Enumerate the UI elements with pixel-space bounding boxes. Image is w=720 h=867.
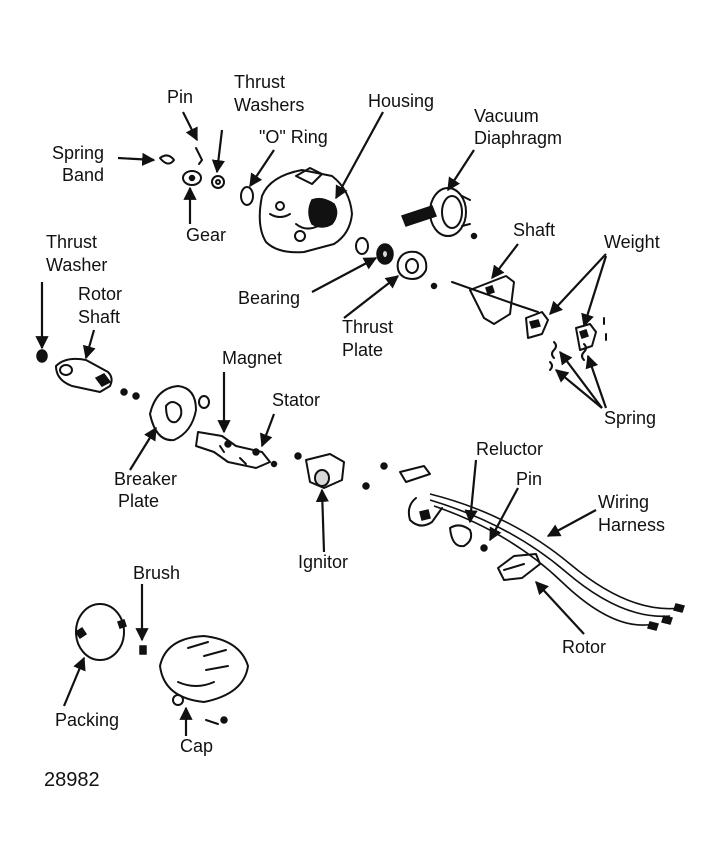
arrow-thrust-plate xyxy=(343,275,400,319)
labels: Pin Thrust Washers Housing Vacuum Diaphr… xyxy=(44,72,665,791)
ignitor-part xyxy=(294,452,370,490)
arrow-shaft xyxy=(491,243,519,280)
label-thrust-plate-1: Thrust xyxy=(342,317,393,337)
label-reluctor: Reluctor xyxy=(476,439,543,459)
o-ring-part xyxy=(240,186,254,206)
label-ignitor: Ignitor xyxy=(298,552,348,572)
label-shaft: Shaft xyxy=(513,220,555,240)
label-pin-mid: Pin xyxy=(516,469,542,489)
label-thrust-washer-1: Thrust xyxy=(46,232,97,252)
weight-part xyxy=(525,311,607,351)
pin-top-part xyxy=(195,147,203,165)
vacuum-diaphragm-part xyxy=(401,187,478,240)
arrow-pin-top xyxy=(182,111,198,142)
label-spring-band-2: Band xyxy=(62,165,104,185)
arrow-vacuum xyxy=(447,149,475,192)
arrow-packing xyxy=(62,656,86,707)
label-brush: Brush xyxy=(133,563,180,583)
label-stator: Stator xyxy=(272,390,320,410)
label-breaker-plate-1: Breaker xyxy=(114,469,177,489)
arrow-spring-band xyxy=(117,152,156,166)
housing-part xyxy=(258,167,353,254)
arrow-ignitor xyxy=(315,488,329,553)
label-weight: Weight xyxy=(604,232,660,252)
arrow-housing xyxy=(335,111,384,200)
label-thrust-plate-2: Plate xyxy=(342,340,383,360)
label-housing: Housing xyxy=(368,91,434,111)
cap-part xyxy=(159,635,249,725)
arrow-spring-1 xyxy=(559,350,603,409)
label-spring-band-1: Spring xyxy=(52,143,104,163)
label-breaker-plate-2: Plate xyxy=(118,491,159,511)
figure-number: 28982 xyxy=(44,769,100,791)
reluctor-part xyxy=(380,462,488,552)
arrow-bearing xyxy=(311,257,378,293)
bearing-part xyxy=(355,237,394,265)
label-thrust-washers-1: Thrust xyxy=(234,72,285,92)
arrow-breaker-plate xyxy=(129,426,157,471)
label-packing: Packing xyxy=(55,710,119,730)
arrow-rotor-shaft xyxy=(82,329,96,360)
label-rotor: Rotor xyxy=(562,637,606,657)
label-wiring-1: Wiring xyxy=(598,492,649,512)
shaft-part xyxy=(451,275,539,325)
arrow-thrust-washers xyxy=(211,129,225,174)
arrow-pin-mid xyxy=(489,487,519,542)
gear-part xyxy=(182,170,202,186)
label-pin-top: Pin xyxy=(167,87,193,107)
brush-part xyxy=(139,645,147,655)
arrow-reluctor xyxy=(464,459,478,524)
arrow-spring-2 xyxy=(554,369,603,409)
label-magnet: Magnet xyxy=(222,348,282,368)
label-vacuum-1: Vacuum xyxy=(474,106,539,126)
thrust-washers-part xyxy=(211,175,225,189)
breaker-plate-part xyxy=(149,385,210,442)
spring-part xyxy=(549,341,587,371)
label-bearing: Bearing xyxy=(238,288,300,308)
label-rotor-shaft-1: Rotor xyxy=(78,284,122,304)
label-o-ring: "O" Ring xyxy=(259,127,328,147)
thrust-plate-part xyxy=(396,250,438,290)
label-wiring-2: Harness xyxy=(598,515,665,535)
thrust-washer-left-part xyxy=(36,349,48,363)
arrow-stator xyxy=(259,413,276,448)
label-spring: Spring xyxy=(604,408,656,428)
label-cap: Cap xyxy=(180,736,213,756)
label-thrust-washers-2: Washers xyxy=(234,95,304,115)
label-vacuum-2: Diaphragm xyxy=(474,128,562,148)
arrow-o-ring xyxy=(249,149,275,188)
stator-part xyxy=(195,431,278,469)
label-thrust-washer-2: Washer xyxy=(46,255,107,275)
arrow-rotor xyxy=(535,581,585,635)
label-gear: Gear xyxy=(186,225,226,245)
arrow-weight-1 xyxy=(549,253,607,315)
spring-band-part xyxy=(159,154,175,165)
leader-arrows xyxy=(35,111,608,736)
label-rotor-shaft-2: Shaft xyxy=(78,307,120,327)
rotor-shaft-part xyxy=(55,357,140,400)
packing-part xyxy=(74,603,127,661)
arrow-spring-3 xyxy=(585,354,608,409)
rotor-part xyxy=(497,553,541,581)
arrow-weight-2 xyxy=(581,255,608,328)
arrow-wiring xyxy=(546,509,597,537)
